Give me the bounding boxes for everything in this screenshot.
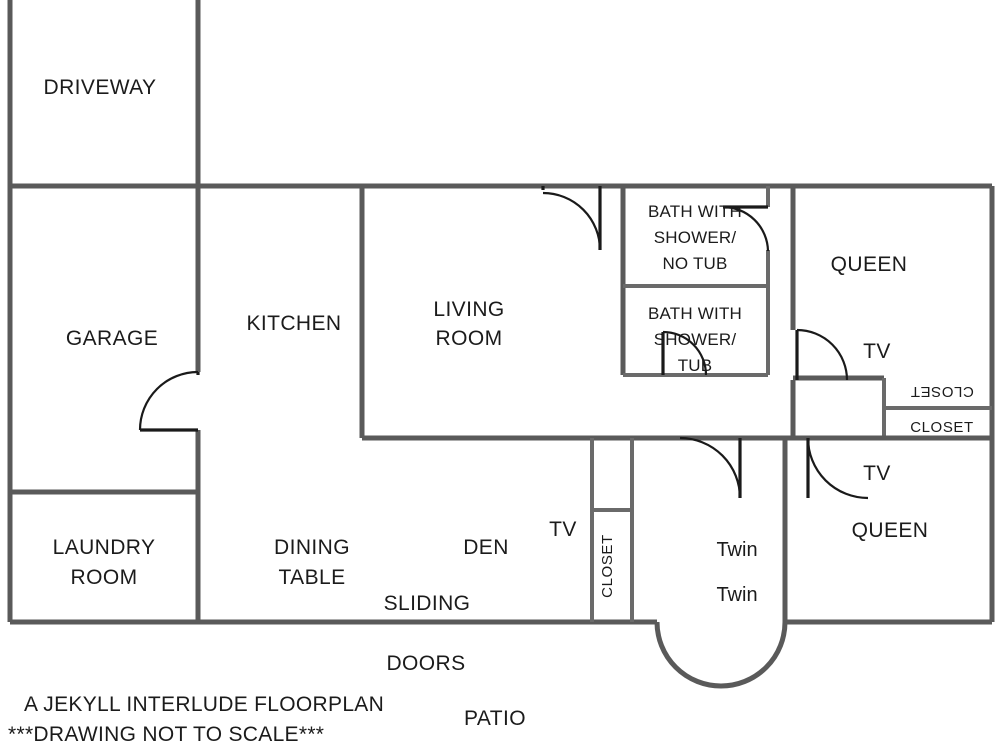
label-tv-queen-top: TV xyxy=(863,340,891,363)
door-garage-arc xyxy=(138,370,199,431)
label-den: DEN xyxy=(463,536,509,559)
label-doors: DOORS xyxy=(386,652,465,675)
label-twin-1: Twin xyxy=(716,539,757,561)
label-laundry-line2: ROOM xyxy=(71,566,138,589)
label-closet-hall: CLOSET xyxy=(599,534,616,598)
label-closet-right-lower: CLOSET xyxy=(910,419,974,436)
label-bath2-line1: BATH WITH xyxy=(648,304,742,323)
label-patio: PATIO xyxy=(464,707,526,730)
label-bath2-line3: TUB xyxy=(678,356,713,375)
wall-group-interior xyxy=(10,186,992,622)
door-bath1-arc xyxy=(722,205,770,252)
label-group: DRIVEWAY GARAGE KITCHEN LIVING ROOM BATH… xyxy=(44,76,974,730)
caption-group: A JEKYLL INTERLUDE FLOORPLAN ***DRAWING … xyxy=(8,693,384,746)
label-kitchen: KITCHEN xyxy=(247,312,342,335)
label-twin-2: Twin xyxy=(716,584,757,606)
door-queen-top-arc xyxy=(796,328,849,381)
label-bath2-line2: SHOWER/ xyxy=(654,330,737,349)
wall-group-exterior xyxy=(7,0,995,689)
label-queen-bottom: QUEEN xyxy=(852,519,929,542)
label-sliding: SLIDING xyxy=(384,592,471,615)
door-entry-arc xyxy=(542,191,602,251)
caption-scale-note: ***DRAWING NOT TO SCALE*** xyxy=(8,723,324,746)
label-bath1-line1: BATH WITH xyxy=(648,202,742,221)
label-closet-right-upper: CLOSET xyxy=(910,383,974,400)
door-group xyxy=(138,186,869,500)
caption-title: A JEKYLL INTERLUDE FLOORPLAN xyxy=(24,693,384,716)
label-living-room-line1: LIVING xyxy=(433,298,504,321)
label-dining-line2: TABLE xyxy=(279,566,346,589)
door-queen-bottom-arc xyxy=(806,437,869,500)
label-bath1-line2: SHOWER/ xyxy=(654,228,737,247)
door-twin-arc xyxy=(679,436,742,499)
label-tv-den: TV xyxy=(549,518,577,541)
label-driveway: DRIVEWAY xyxy=(44,76,157,99)
label-laundry-line1: LAUNDRY xyxy=(53,536,156,559)
label-dining-line1: DINING xyxy=(274,536,350,559)
label-garage: GARAGE xyxy=(66,327,158,350)
door-bath2-arc xyxy=(662,330,708,376)
label-bath1-line3: NO TUB xyxy=(662,254,727,273)
bay-window-arc xyxy=(654,621,788,689)
label-living-room-line2: ROOM xyxy=(436,327,503,350)
label-tv-queen-bottom: TV xyxy=(863,462,891,485)
label-queen-top: QUEEN xyxy=(831,253,908,276)
